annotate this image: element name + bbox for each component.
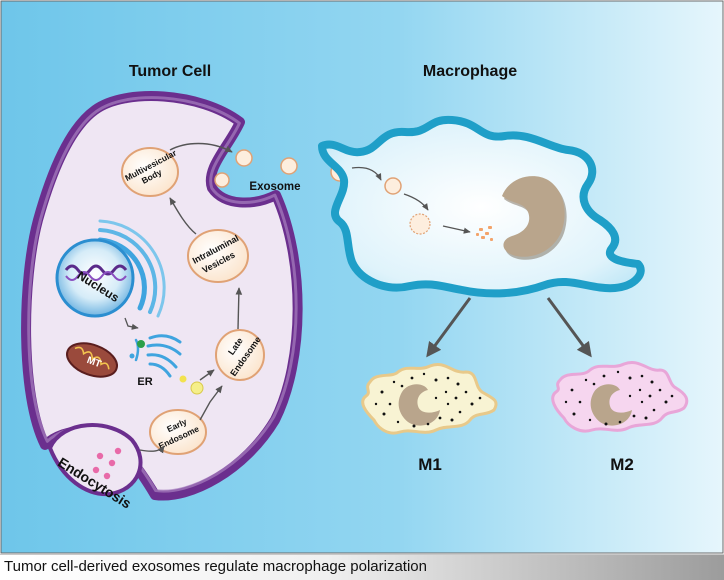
m2-granules [564,370,674,426]
macrophage-nucleus [502,176,565,257]
caption-text: Tumor cell-derived exosomes regulate mac… [4,558,427,575]
polarization-arrows [426,297,592,358]
late-endosome: Late Endosome [215,329,265,381]
arrow-late-to-ilv [235,287,243,330]
dna-strand [64,264,128,276]
arrow-to-degradation [403,193,429,211]
multivesicular-body: Multivesicular Body [121,147,179,197]
arrow-to-m2 [546,297,592,358]
label-er: ER [137,376,152,388]
arrow-nucleus-to-er [124,317,139,330]
m1-nucleus [398,384,440,426]
label-m1: M1 [418,455,442,474]
m1-membrane [361,363,498,435]
exosome-fragments [476,226,493,241]
label-m2: M2 [610,455,634,474]
tumor-cell-inner-rim [27,96,298,493]
macrophage [318,115,645,298]
exosome-diagram: Tumor Cell Macrophage Endocytosis Nucleu… [0,0,724,554]
arrow-ilv-to-mvb [169,197,197,235]
er-vesicle-yellow [179,375,187,383]
arrow-vesicle-to-late [199,369,215,381]
er-vesicle-green [137,340,145,348]
intraluminal-vesicles: Intraluminal Vesicles [187,229,249,283]
label-exosome: Exosome [249,181,300,193]
arrow-early-to-late [199,385,223,421]
nucleus-sphere [55,238,135,318]
arrow-mvb-to-exosome [169,142,233,153]
arrow-to-m1 [426,297,472,358]
m2-macrophage [551,361,689,433]
arrow-to-fragments [442,225,471,234]
caption-bar: Tumor cell-derived exosomes regulate mac… [0,554,724,580]
endocytosis-pocket [47,423,143,497]
early-endosome: Early Endosome [149,409,207,455]
pathway-arrows [139,142,243,454]
endocytosis-particles [92,447,122,480]
heading-macrophage: Macrophage [423,63,517,80]
macrophage-membrane [318,115,645,298]
m1-macrophage [361,363,498,435]
heading-tumor-cell: Tumor Cell [129,63,211,80]
transport-vesicle [190,381,204,395]
arrow-uptake [351,166,382,181]
m2-nucleus [590,384,632,426]
nucleus: Nucleus [55,238,135,318]
m1-granules [374,372,482,428]
dna-strand-2 [65,271,127,281]
tumor-cell [21,91,303,501]
er-vesicle-blue [129,353,135,359]
internalized-exosome [384,177,402,195]
mitochondrion: MT [66,342,118,378]
arrow-endocytosis-to-early [139,445,165,454]
mitochondrion-cristae [74,346,110,370]
label-mt: MT [85,355,102,370]
exosome-degrading [409,213,431,235]
endoplasmic-reticulum [134,334,182,378]
